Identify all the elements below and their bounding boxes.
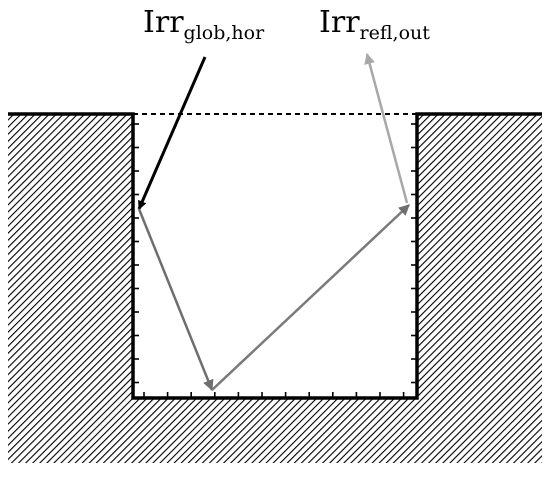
canyon-outline bbox=[8, 112, 542, 400]
global-irradiance-label: Irrglob,hor bbox=[143, 8, 264, 43]
bounce-ray-to-floor bbox=[137, 208, 214, 392]
outgoing-ray bbox=[364, 52, 409, 204]
global-irradiance-base: Irr bbox=[143, 5, 184, 40]
wall-tick-marks bbox=[133, 123, 417, 398]
bounce-ray-to-wall bbox=[211, 204, 410, 391]
reflected-irradiance-base: Irr bbox=[319, 5, 360, 40]
global-irradiance-subscript: glob,hor bbox=[183, 22, 265, 44]
reflected-irradiance-label: Irrrefl,out bbox=[319, 8, 430, 43]
incoming-ray bbox=[137, 56, 207, 210]
reflected-irradiance-subscript: refl,out bbox=[359, 22, 430, 44]
ground-hatch bbox=[8, 114, 542, 463]
